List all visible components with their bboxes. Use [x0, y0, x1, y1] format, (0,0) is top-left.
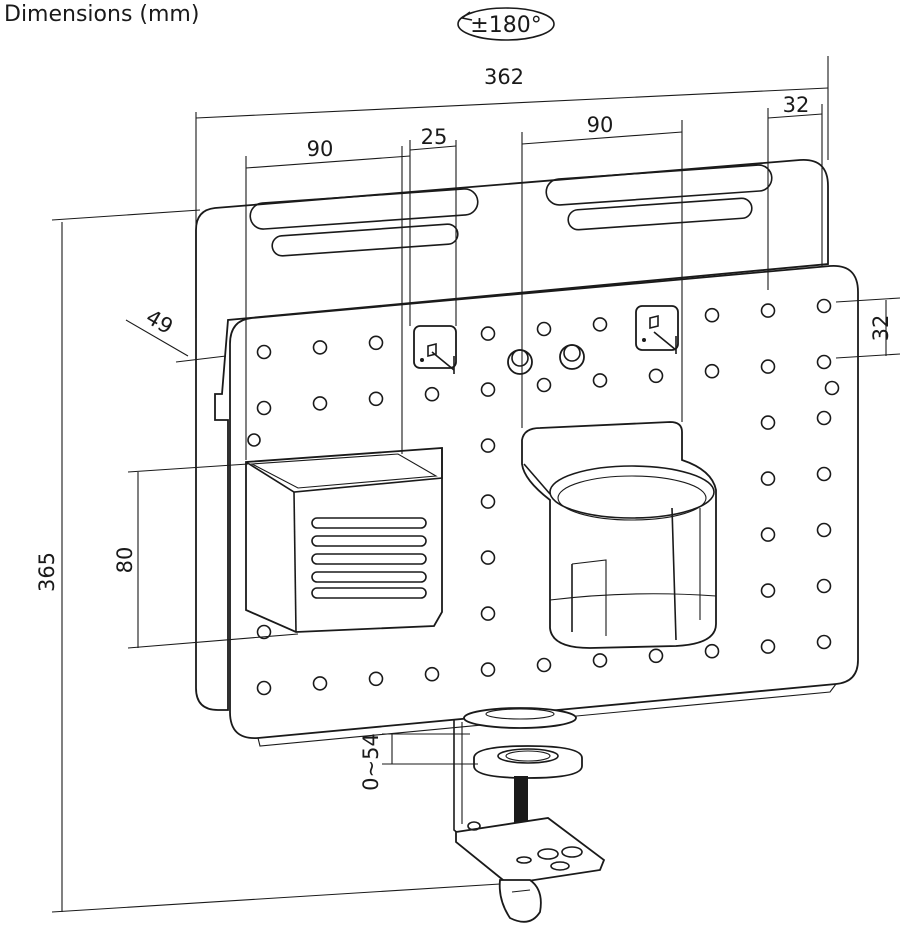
mount-slot	[567, 197, 753, 231]
peg-hole	[816, 354, 832, 370]
peg-hole	[480, 438, 496, 453]
dim-cup-holder-width: 90	[587, 113, 614, 137]
peg-hole	[312, 676, 328, 691]
peg-hole	[816, 298, 832, 314]
peg-hole	[816, 634, 832, 650]
peg-hole	[760, 303, 776, 318]
peg-hole	[480, 494, 496, 509]
peg-hole	[592, 317, 608, 332]
dim-basket-width: 90	[307, 137, 334, 161]
peg-hole	[480, 662, 496, 677]
peg-hole	[592, 653, 608, 668]
peg-hook-left	[413, 325, 457, 374]
peg-hole	[368, 391, 384, 407]
peg-hole	[480, 550, 496, 565]
peg-hole	[704, 363, 720, 379]
dim-basket-height: 80	[113, 547, 137, 574]
peg-hole	[256, 680, 272, 696]
dim-panel-offset: 49	[142, 305, 177, 339]
cup-holder	[521, 421, 717, 649]
peg-hole	[480, 606, 496, 621]
peg-hole	[536, 321, 552, 337]
peg-hole	[760, 583, 776, 598]
dim-right-margin: 32	[783, 93, 810, 117]
peg-hole	[256, 400, 272, 416]
peg-hole	[760, 415, 776, 430]
dim-hook-spacing: 25	[421, 125, 448, 149]
dim-overall-width: 362	[484, 65, 524, 89]
mount-slot	[545, 164, 773, 206]
peg-hole	[816, 578, 832, 594]
peg-hole	[816, 522, 832, 538]
dim-hole-pitch: 32	[869, 315, 893, 342]
peg-hole	[368, 335, 384, 351]
storage-basket	[245, 447, 443, 633]
peg-hole	[312, 340, 328, 355]
peg-hole	[368, 671, 384, 687]
peg-hole	[760, 359, 776, 374]
back-panel	[195, 159, 829, 711]
peg-hole	[704, 307, 720, 323]
rotation-indicator: ±180°	[457, 7, 555, 41]
peg-hole	[704, 643, 720, 659]
page-title: Dimensions (mm)	[4, 2, 200, 27]
peg-hole	[824, 380, 840, 396]
peg-hole	[760, 527, 776, 542]
dim-overall-height: 365	[35, 552, 59, 592]
peg-hole	[816, 410, 832, 426]
peg-hole	[247, 433, 261, 447]
mount-slot	[271, 223, 459, 257]
rotation-label: ±180°	[470, 13, 541, 38]
peg-hole	[760, 471, 776, 486]
mount-knobs	[507, 344, 585, 375]
mount-slot	[249, 188, 479, 230]
peg-hole	[648, 368, 664, 384]
dim-clamp-range: 0~54	[359, 733, 383, 791]
peg-hole	[424, 386, 440, 402]
peg-hole	[424, 666, 440, 682]
peg-hole	[592, 373, 608, 388]
peg-hole	[480, 382, 496, 397]
peg-holes	[247, 298, 840, 696]
dimension-lines	[51, 56, 901, 913]
peg-hole	[536, 377, 552, 393]
peg-hole	[816, 466, 832, 482]
peg-hook-right	[635, 305, 679, 354]
peg-hole	[760, 639, 776, 654]
peg-hole	[480, 326, 496, 341]
peg-hole	[536, 657, 552, 673]
desk-clamp	[453, 707, 606, 923]
peg-hole	[648, 648, 664, 664]
peg-hole	[256, 624, 272, 640]
peg-hole	[256, 344, 272, 360]
peg-hole	[312, 396, 328, 411]
